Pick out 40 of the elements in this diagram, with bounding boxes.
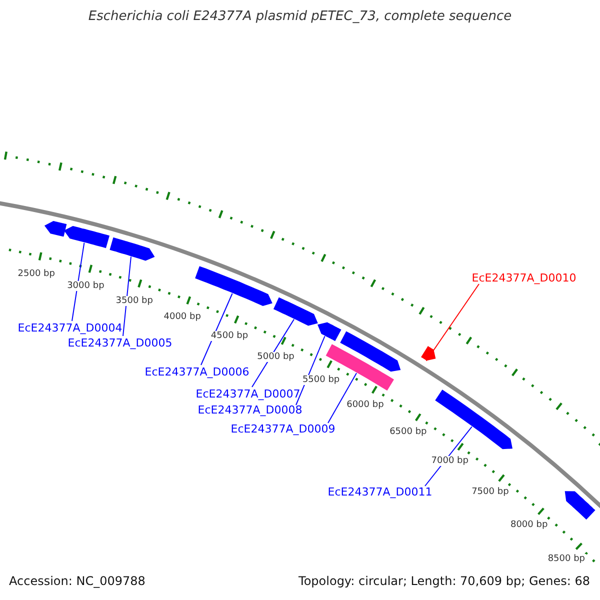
summary-note: Topology: circular; Length: 70,609 bp; Genes: 68	[298, 574, 590, 588]
scale-label: 6000 bp	[346, 400, 385, 410]
leader-line	[72, 242, 85, 322]
scale-label: 5500 bp	[301, 375, 341, 386]
scale-label: 2500 bp	[16, 268, 56, 279]
scale-label: 7500 bp	[470, 487, 510, 498]
scale-label: 3500 bp	[114, 296, 154, 306]
leader-line	[252, 318, 294, 388]
gene-block	[195, 266, 272, 306]
leader-line	[296, 336, 326, 406]
leader-line	[122, 256, 132, 336]
gene-label: EcE24377A_D0008	[198, 404, 302, 416]
gene-block	[318, 322, 342, 342]
gene-block	[435, 390, 512, 450]
scale-label: 7000 bp	[430, 456, 470, 466]
scale-label: 6500 bp	[388, 427, 428, 438]
gene-label: EcE24377A_D0005	[68, 336, 172, 350]
gene-label: EcE24377A_D0011	[328, 486, 432, 498]
gene-bar	[326, 344, 394, 391]
gene-block	[340, 331, 401, 372]
map-title: Escherichia coli E24377A plasmid pETEC_73, complete sequence	[87, 9, 513, 24]
gene-label: EcE24377A_D0010	[472, 272, 576, 284]
scale-label: 4500 bp	[210, 331, 250, 342]
gene-label: EcE24377A_D0009	[230, 422, 336, 436]
gene-label: EcE24377A_D0004	[18, 322, 122, 334]
gene-block	[564, 491, 596, 520]
gene-block	[44, 220, 67, 237]
scale-label: 8500 bp	[546, 554, 586, 564]
gene-label: EcE24377A_D0006	[144, 366, 250, 378]
gene-block	[273, 297, 318, 326]
gene-block	[110, 237, 155, 261]
gene-label: EcE24377A_D0007	[196, 388, 300, 400]
scale-label: 3000 bp	[66, 281, 106, 292]
scale-label: 8000 bp	[509, 520, 549, 530]
gene-block	[421, 346, 436, 361]
scale-label: 4000 bp	[162, 312, 202, 322]
leader-line	[426, 284, 480, 362]
gene-block	[64, 226, 110, 248]
scale-label: 5000 bp	[256, 352, 296, 362]
accession-note: Accession: NC_009788	[9, 574, 146, 588]
